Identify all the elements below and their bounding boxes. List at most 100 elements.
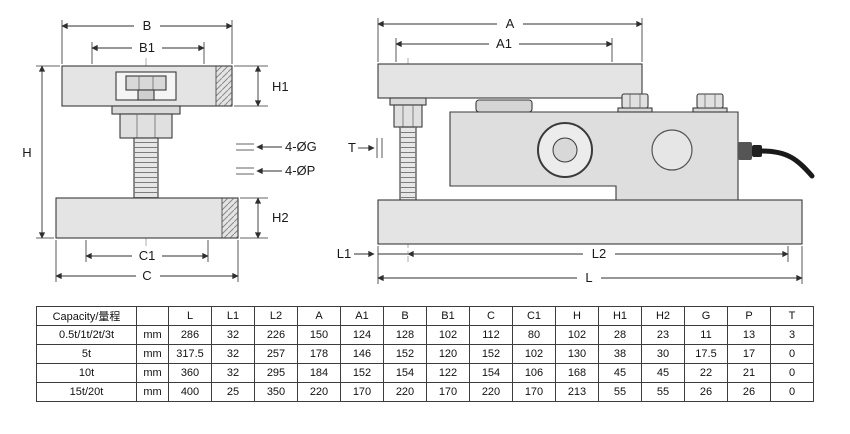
load-button: [475, 99, 533, 113]
value-cell: 360: [168, 363, 212, 383]
value-cell: 154: [469, 363, 513, 383]
value-cell: 152: [469, 344, 513, 364]
value-cell: 45: [598, 363, 642, 383]
column-header: C: [469, 306, 513, 326]
value-cell: 26: [727, 382, 771, 402]
value-cell: 317.5: [168, 344, 212, 364]
section-hatch: [221, 197, 239, 239]
column-header: L1: [211, 306, 255, 326]
value-cell: 400: [168, 382, 212, 402]
value-cell: 17: [727, 344, 771, 364]
value-cell: 213: [555, 382, 599, 402]
value-cell: 286: [168, 325, 212, 345]
bottom-plate: [55, 197, 239, 239]
cable: [738, 142, 815, 179]
value-cell: 170: [512, 382, 556, 402]
adjusting-bolt: [125, 75, 167, 101]
value-cell: 120: [426, 344, 470, 364]
value-cell: 220: [297, 382, 341, 402]
top-plate: [61, 65, 233, 107]
value-cell: 0: [770, 363, 814, 383]
column-header: G: [684, 306, 728, 326]
dimension-A: A: [377, 16, 643, 62]
value-cell: 25: [211, 382, 255, 402]
value-cell: 26: [684, 382, 728, 402]
load-stud-assembly: [111, 105, 181, 199]
value-cell: 122: [426, 363, 470, 383]
column-header: P: [727, 306, 771, 326]
value-cell: 168: [555, 363, 599, 383]
column-header: A1: [340, 306, 384, 326]
dimension-T: T: [348, 138, 383, 158]
value-cell: 150: [297, 325, 341, 345]
unit-cell: mm: [136, 382, 169, 402]
value-cell: 32: [211, 344, 255, 364]
value-cell: 220: [383, 382, 427, 402]
value-cell: 55: [641, 382, 685, 402]
dimension-H2: H2: [240, 197, 289, 239]
hex-nut: [119, 113, 173, 139]
value-cell: 257: [254, 344, 298, 364]
value-cell: 152: [383, 344, 427, 364]
dim-label-H2: H2: [272, 210, 289, 225]
value-cell: 154: [383, 363, 427, 383]
value-cell: 11: [684, 325, 728, 345]
front-view: B B1 H: [22, 18, 317, 283]
value-cell: 32: [211, 363, 255, 383]
column-header-unit: [136, 306, 169, 326]
value-cell: 124: [340, 325, 384, 345]
load-stud-assembly: [389, 97, 427, 201]
value-cell: 102: [426, 325, 470, 345]
unit-cell: mm: [136, 344, 169, 364]
column-header: L: [168, 306, 212, 326]
value-cell: 80: [512, 325, 556, 345]
value-cell: 30: [641, 344, 685, 364]
threaded-rod: [133, 137, 159, 199]
dim-label-A1: A1: [496, 36, 512, 51]
side-view: A A1: [337, 16, 815, 285]
hex-nut: [393, 104, 423, 128]
sensing-hole-inner: [552, 137, 578, 163]
section-hatch: [215, 65, 233, 107]
dimension-L2: L2: [407, 246, 789, 262]
value-cell: 106: [512, 363, 556, 383]
dim-label-holes-P: 4-ØP: [285, 163, 315, 178]
technical-drawing: B B1 H: [22, 16, 815, 285]
dim-label-B1: B1: [139, 40, 155, 55]
dimension-L: L: [377, 246, 803, 285]
value-cell: 3: [770, 325, 814, 345]
value-cell: 21: [727, 363, 771, 383]
value-cell: 128: [383, 325, 427, 345]
value-cell: 130: [555, 344, 599, 364]
dim-label-C: C: [142, 268, 151, 283]
dimension-B1: B1: [91, 40, 205, 64]
load-cell-body: [449, 111, 739, 201]
dim-label-A: A: [506, 16, 515, 31]
mounting-bolt-2: [692, 93, 728, 113]
column-header: H1: [598, 306, 642, 326]
value-cell: 13: [727, 325, 771, 345]
dimension-C: C: [55, 240, 239, 283]
drawing-svg: B B1 H: [22, 16, 815, 285]
value-cell: 0: [770, 344, 814, 364]
column-header: T: [770, 306, 814, 326]
dimension-table: Capacity/量程 L L1 L2 A A1 B B1 C C1 H H1 …: [36, 306, 814, 402]
column-header: B1: [426, 306, 470, 326]
capacity-cell: 15t/20t: [36, 382, 137, 402]
unit-cell: mm: [136, 325, 169, 345]
capacity-cell: 10t: [36, 363, 137, 383]
value-cell: 23: [641, 325, 685, 345]
column-header: H: [555, 306, 599, 326]
capacity-cell: 5t: [36, 344, 137, 364]
washer: [111, 105, 181, 115]
value-cell: 350: [254, 382, 298, 402]
value-cell: 178: [297, 344, 341, 364]
value-cell: 295: [254, 363, 298, 383]
washer: [389, 97, 427, 106]
dim-label-L2: L2: [592, 246, 606, 261]
value-cell: 32: [211, 325, 255, 345]
dim-label-C1: C1: [139, 248, 156, 263]
